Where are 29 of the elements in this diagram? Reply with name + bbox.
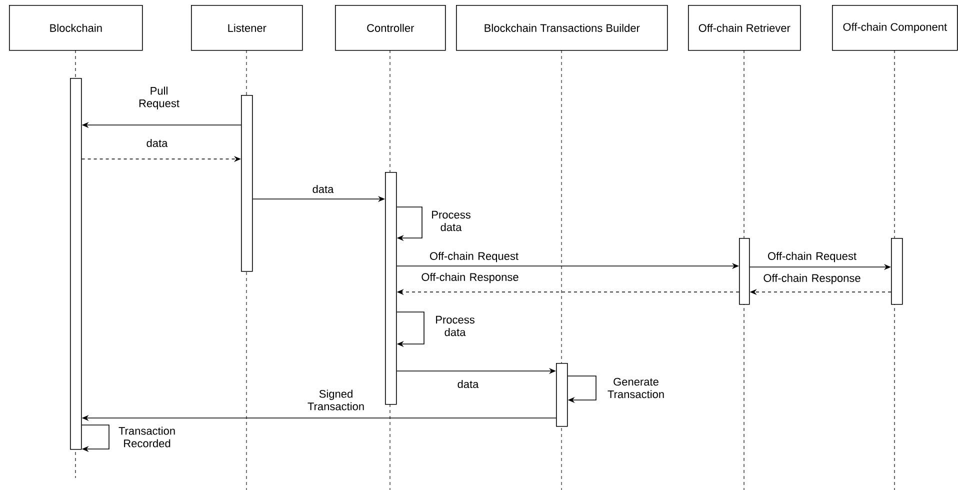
arrow [81,424,110,452]
arrow [567,376,596,404]
activation-bar [556,363,568,427]
edge-label: Off-chain Request [430,252,518,262]
activation-bar [385,172,397,405]
edge-label: Generate Transaction [608,378,664,398]
participant-box: Off-chain Component [832,5,958,51]
edge-label: Off-chain Response [422,272,518,284]
edge-label: Off-chain Request [768,252,856,262]
edge-label: Transaction Recorded [118,426,175,448]
participant-box: Blockchain Transactions Builder [456,5,668,51]
activation-bar [739,238,750,305]
participant-box: Off-chain Retriever [688,5,801,51]
edge-label: Process data [432,210,470,232]
edge-label: Signed Transaction [308,390,364,410]
activation-bar [70,78,82,450]
participant-box: Blockchain [9,5,143,51]
edge-label: Pull Request [139,86,180,110]
activation-bar [891,238,903,305]
arrow [396,312,424,348]
edge-label: Off-chain Response [764,274,860,284]
activation-bar [241,95,253,272]
edge-label: Process data [436,316,474,336]
participant-box: Listener [191,5,303,51]
arrow [396,206,422,242]
participant-box: Controller [335,5,446,51]
edge-label: data [458,380,479,388]
edge-label: data [312,184,334,194]
edge-label: data [146,138,168,148]
